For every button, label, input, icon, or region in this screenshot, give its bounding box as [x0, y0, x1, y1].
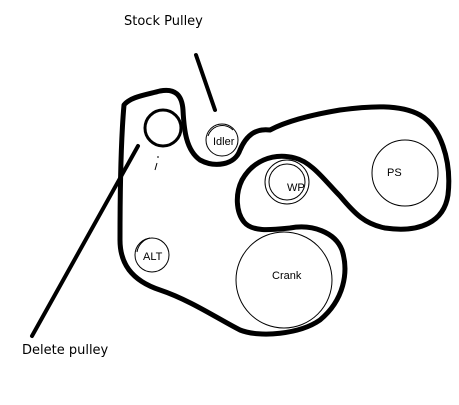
- idler-pulley-circle: [205, 123, 239, 157]
- alt-pulley-rim: [136, 237, 151, 253]
- delete-pulley-leader: [30, 144, 140, 338]
- wp-label: WP: [287, 182, 305, 194]
- delete-pulley-label: Delete pulley: [22, 343, 109, 358]
- ps-label: PS: [387, 167, 402, 179]
- idler-label: Idler: [213, 136, 235, 148]
- crank-label: Crank: [272, 270, 302, 282]
- serpentine-belt: [117, 87, 452, 337]
- wp-pulley-inner: [268, 163, 306, 201]
- pulley-tick-mark: [154, 156, 159, 171]
- stock-pulley-label: Stock Pulley: [124, 14, 203, 29]
- alt-pulley-circle: [134, 237, 170, 273]
- wp-pulley-outer: [264, 159, 310, 205]
- ps-pulley-circle: [371, 139, 439, 207]
- alt-label: ALT: [143, 251, 163, 263]
- stock-pulley-leader: [194, 53, 217, 112]
- delete-pulley-circle: [143, 108, 183, 148]
- crank-pulley-circle: [235, 231, 333, 329]
- idler-pulley-rim: [207, 125, 234, 137]
